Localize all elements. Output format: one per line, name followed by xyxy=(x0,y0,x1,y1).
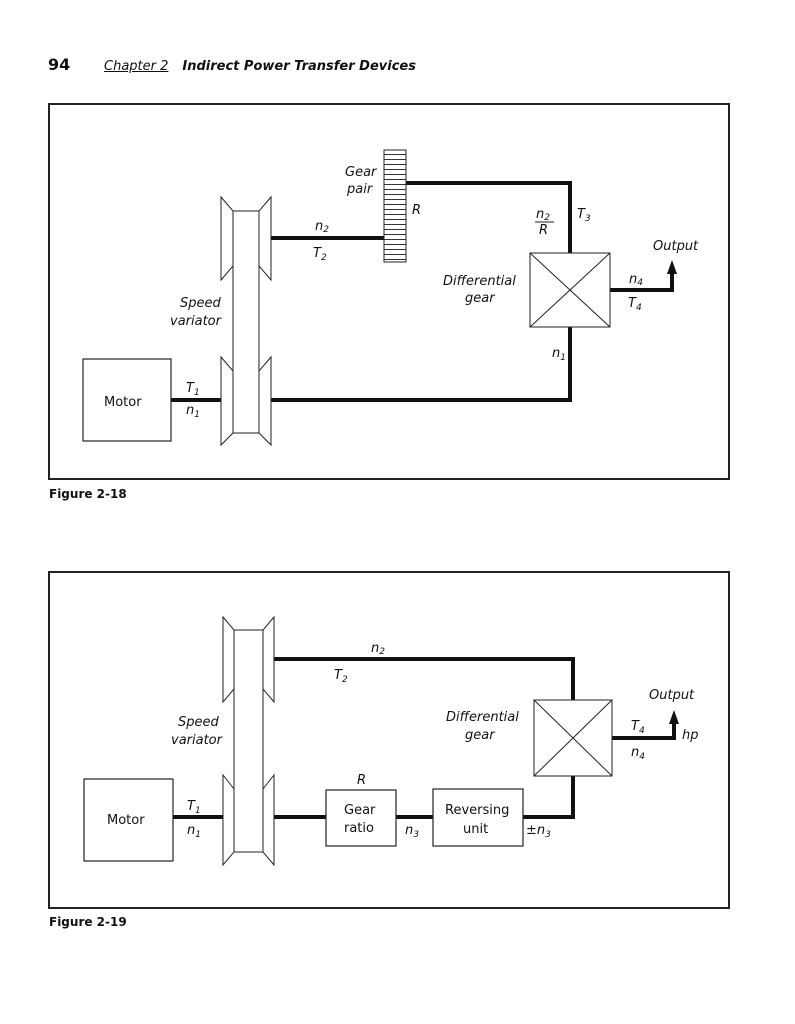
reversing-unit-label: Reversing xyxy=(445,803,509,818)
gear-pair-label-2: pair xyxy=(346,182,374,197)
plus-minus-n3-label: ±n3 xyxy=(526,823,551,840)
speed-variator-label: Speed xyxy=(178,715,220,730)
fraction-numerator: n2 xyxy=(536,207,550,223)
output-arrow-icon xyxy=(669,710,679,724)
gear-ratio-label-2: ratio xyxy=(344,821,374,836)
differential-gear-label: Differential xyxy=(446,710,519,725)
gear-pair xyxy=(383,149,407,263)
speed-variator xyxy=(220,195,272,447)
speed-variator-label: Speed xyxy=(180,296,222,311)
motor-label: Motor xyxy=(107,813,145,828)
shafts xyxy=(171,181,674,402)
t2-label: T2 xyxy=(313,246,327,263)
reversing-to-diff-shaft xyxy=(523,776,575,819)
page-header: 94 Chapter 2 Indirect Power Transfer Dev… xyxy=(48,55,416,75)
hp-label: hp xyxy=(682,728,699,743)
output-shaft xyxy=(612,722,676,740)
gear-ratio-box xyxy=(325,789,397,847)
n1-label: n1 xyxy=(187,823,201,840)
gear-ratio-label: Gear xyxy=(344,803,376,818)
t1-label: T1 xyxy=(187,799,201,816)
figure-2-18-frame xyxy=(48,103,730,480)
t2-label: T2 xyxy=(334,668,348,685)
n2-label: n2 xyxy=(315,219,329,235)
gear-output-shaft xyxy=(406,181,572,253)
motor-box xyxy=(83,778,174,862)
upper-shaft-n2 xyxy=(274,657,575,700)
reversing-unit-label-2: unit xyxy=(463,822,488,837)
motor-label: Motor xyxy=(104,395,142,410)
figure-2-19-diagram: Motor Gear ratio R Reversing unit Speed … xyxy=(83,615,699,867)
speed-variator xyxy=(222,615,275,867)
chapter-title: Indirect Power Transfer Devices xyxy=(182,59,416,74)
differential-gear-label-2: gear xyxy=(465,728,496,743)
shafts xyxy=(173,657,676,819)
bottom-right-sheave xyxy=(262,773,275,867)
output-label: Output xyxy=(653,239,699,254)
figure-2-19-frame xyxy=(48,571,730,909)
n3-label: n3 xyxy=(405,823,419,840)
output-label: Output xyxy=(649,688,695,703)
chapter-label: Chapter 2 xyxy=(104,59,169,74)
t4-label: T4 xyxy=(631,719,645,736)
top-right-sheave xyxy=(262,615,275,704)
t1-label: T1 xyxy=(186,381,200,398)
variator-belt xyxy=(233,629,264,853)
t4-label: T4 xyxy=(628,296,642,313)
motor-box xyxy=(82,358,172,442)
differential-gear xyxy=(529,252,611,328)
output-arrow-icon xyxy=(667,260,677,274)
top-left-sheave xyxy=(222,615,235,704)
n1-motor-label: n1 xyxy=(186,403,200,420)
speed-variator-label-2: variator xyxy=(170,314,223,329)
bottom-left-sheave xyxy=(220,355,234,447)
fraction-denominator: R xyxy=(539,223,548,238)
gear-ratio-r: R xyxy=(357,773,366,788)
bottom-right-sheave xyxy=(258,355,272,447)
n4-label: n4 xyxy=(631,745,645,762)
reversing-unit-box xyxy=(432,788,524,847)
differential-gear xyxy=(533,699,613,777)
differential-gear-label: Differential xyxy=(443,274,516,289)
variator-belt xyxy=(232,210,260,434)
top-right-sheave xyxy=(258,195,272,282)
figure-2-19-caption: Figure 2-19 xyxy=(49,915,127,929)
t3-label: T3 xyxy=(577,207,591,224)
output-shaft xyxy=(610,272,674,292)
n2-label: n2 xyxy=(371,641,385,657)
speed-variator-label-2: variator xyxy=(171,733,224,748)
lower-return-shaft xyxy=(271,327,572,402)
bottom-left-sheave xyxy=(222,773,235,867)
page-number: 94 xyxy=(48,55,71,74)
figure-2-18-diagram: Motor Speed variator Gear pair R n2 T2 T… xyxy=(82,149,699,447)
figure-2-18-caption: Figure 2-18 xyxy=(49,487,127,501)
n4-label: n4 xyxy=(629,272,643,288)
n1-diff-label: n1 xyxy=(552,346,566,363)
differential-gear-label-2: gear xyxy=(465,291,496,306)
gear-pair-label: Gear xyxy=(345,165,378,180)
top-left-sheave xyxy=(220,195,234,282)
gear-ratio-r: R xyxy=(412,203,421,218)
